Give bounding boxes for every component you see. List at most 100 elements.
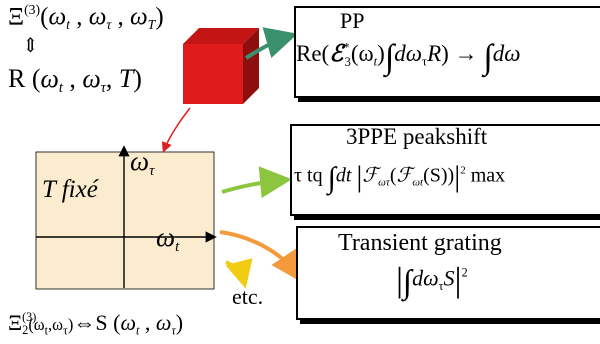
peak-F: ℱ bbox=[362, 164, 379, 187]
cube-side-face bbox=[243, 28, 259, 104]
tg-d-sub: τ bbox=[438, 278, 444, 293]
plot-y-axis-label: ωτ bbox=[130, 146, 154, 180]
peak-F-sub: ωτ bbox=[378, 176, 390, 189]
peakshift-formula: τ tq ∫dt |ℱωτ(ℱωt(S))|2 max bbox=[294, 160, 505, 196]
bottom-omega-t-sub: t bbox=[136, 323, 140, 338]
xi-close: ) bbox=[155, 3, 164, 31]
peak-bar-left: | bbox=[356, 160, 363, 193]
arrow-to-etc bbox=[225, 258, 253, 289]
pp-d-sub: τ bbox=[422, 54, 428, 69]
pp-epsilon-sub: 3 bbox=[344, 54, 351, 69]
r-omega-t: ω bbox=[40, 64, 59, 93]
bottom-omega-t: ω bbox=[120, 310, 137, 336]
xi-comma-1: , bbox=[69, 3, 89, 31]
peak-integral: ∫ bbox=[327, 161, 336, 195]
plot-area bbox=[35, 151, 215, 290]
omega-t: ω bbox=[48, 3, 67, 31]
peak-max: max bbox=[470, 164, 506, 187]
xi-symbol: Ξ bbox=[8, 3, 25, 31]
bottom-formula: Ξ(3)2(ωt,ωτ)⇔S (ωt , ωτ) bbox=[8, 310, 183, 338]
bottom-omega-tau: ω bbox=[155, 310, 172, 336]
peak-square: 2 bbox=[460, 164, 466, 177]
r-comma-1: , bbox=[62, 64, 83, 93]
r-omega-t-sub: t bbox=[58, 80, 63, 96]
response-formula: R (ωt , ωτ, T) bbox=[8, 64, 142, 97]
plot-x-axis-label: ωt bbox=[156, 222, 179, 256]
pp-formula: Re(ℰ*3(ωt)∫dωτR) → ∫dω bbox=[296, 38, 521, 77]
pp-integral-2: ∫ bbox=[483, 38, 493, 76]
peakshift-title: 3PPE peakshift bbox=[346, 124, 488, 149]
omega-T: ω bbox=[130, 3, 148, 31]
arrow-to-peakshift bbox=[221, 166, 292, 199]
bottom-args-sub1: t bbox=[44, 323, 49, 338]
r-T: T bbox=[118, 64, 134, 93]
peak-dt: dt bbox=[335, 164, 352, 187]
pp-integral: ∫ bbox=[384, 38, 395, 76]
pp-re: Re( bbox=[296, 41, 330, 67]
omega-t-sub: t bbox=[66, 17, 70, 33]
bottom-equiv: ⇔ bbox=[73, 310, 96, 336]
peak-tau-tq: τ tq bbox=[294, 164, 323, 187]
arrow-to-pp bbox=[244, 27, 298, 60]
tg-d: dω bbox=[412, 265, 439, 291]
pp-eps-arg-sub: t bbox=[373, 54, 378, 69]
peakshift-box: 3PPE peakshift τ tq ∫dt |ℱωτ(ℱωt(S))|2 m… bbox=[290, 124, 600, 216]
x-axis-omega: ω bbox=[156, 222, 176, 252]
xi-open: ( bbox=[40, 3, 49, 31]
transient-grating-box: Transient grating |∫dωτS|2 bbox=[296, 226, 600, 320]
pp-title: PP bbox=[340, 8, 365, 33]
pp-epsilon: ℰ bbox=[329, 41, 344, 67]
bottom-xi-sup: (3) bbox=[22, 310, 37, 324]
y-axis-sub: τ bbox=[149, 163, 155, 180]
peak-F2: ℱ bbox=[396, 164, 413, 187]
tg-formula: |∫dωτS|2 bbox=[396, 260, 468, 301]
pp-arrow: ) → bbox=[441, 41, 484, 67]
xi3-formula: Ξ(3)(ωt , ωτ , ωT) bbox=[8, 2, 164, 33]
pp-eps-arg: (ω bbox=[350, 41, 374, 67]
bottom-comma: , bbox=[139, 310, 156, 336]
red-cube bbox=[183, 28, 259, 104]
bottom-args-mid: ,ω bbox=[48, 315, 64, 335]
cube-top-face bbox=[183, 28, 259, 44]
pp-R: R bbox=[427, 41, 442, 67]
xi-order: (3) bbox=[24, 2, 41, 17]
peak-open: ( bbox=[389, 164, 397, 187]
r-open: R ( bbox=[8, 64, 41, 93]
tg-bar-right: | bbox=[454, 260, 462, 299]
peak-bar-right: | bbox=[454, 160, 461, 193]
bottom-args-close: ) bbox=[67, 315, 74, 335]
omega-T-sub: T bbox=[147, 17, 156, 33]
r-omega-tau: ω bbox=[82, 64, 101, 93]
arrow-to-plot bbox=[161, 107, 191, 153]
bottom-xi-sub: 2 bbox=[22, 323, 29, 338]
tg-bar-left: | bbox=[396, 260, 404, 299]
tg-title: Transient grating bbox=[338, 230, 502, 256]
r-close: ) bbox=[133, 64, 142, 93]
r-omega-tau-sub: τ bbox=[100, 80, 106, 96]
pp-d: dω bbox=[394, 41, 423, 67]
peak-S: (S)) bbox=[423, 164, 455, 187]
tg-square: 2 bbox=[461, 265, 468, 280]
bottom-args: (ω bbox=[28, 315, 45, 335]
omega-tau: ω bbox=[88, 3, 107, 31]
xi-comma-2: , bbox=[111, 3, 131, 31]
pp-tail: dω bbox=[492, 41, 521, 67]
x-axis-sub: t bbox=[175, 239, 180, 256]
tg-S: S bbox=[443, 265, 455, 291]
pp-box: PP Re(ℰ*3(ωt)∫dωτR) → ∫dω bbox=[294, 6, 600, 98]
equivalence-arrow: ⇕ bbox=[22, 35, 39, 57]
etc-label: etc. bbox=[232, 284, 264, 309]
cube-front-face bbox=[183, 44, 243, 104]
bottom-args-sub2: τ bbox=[63, 323, 68, 338]
r-comma-2: , bbox=[105, 64, 119, 93]
omega-tau-sub: τ bbox=[106, 17, 112, 33]
bottom-omega-tau-sub: τ bbox=[171, 323, 176, 338]
bottom-xi: Ξ bbox=[8, 310, 23, 336]
pp-epsilon-sup: * bbox=[343, 40, 350, 55]
y-axis-omega: ω bbox=[130, 146, 150, 176]
peak-F2-sub: ωt bbox=[412, 176, 424, 189]
bottom-s: S ( bbox=[95, 310, 121, 336]
pp-eps-close: ) bbox=[377, 41, 385, 67]
